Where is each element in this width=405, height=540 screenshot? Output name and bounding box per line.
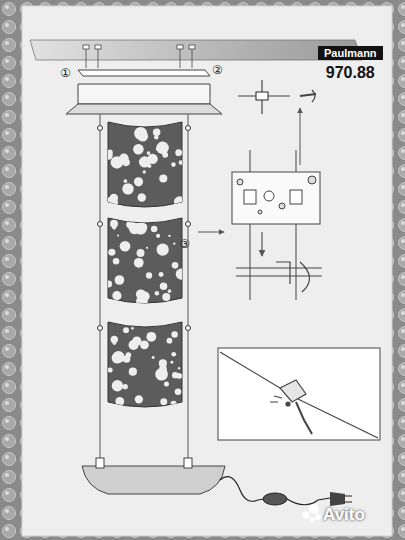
brand-name: Paulmann: [318, 46, 383, 60]
glass-panel: [108, 122, 182, 207]
watermark: Avito: [323, 506, 365, 523]
model-number: 970.88: [318, 60, 383, 82]
callout-number: ③: [179, 238, 190, 250]
callout-number: ②: [212, 64, 223, 76]
glass-panel: [108, 322, 182, 407]
glass-panel: [108, 218, 182, 303]
brand-box: Paulmann970.88: [318, 46, 383, 82]
callout-number: ①: [60, 67, 71, 79]
